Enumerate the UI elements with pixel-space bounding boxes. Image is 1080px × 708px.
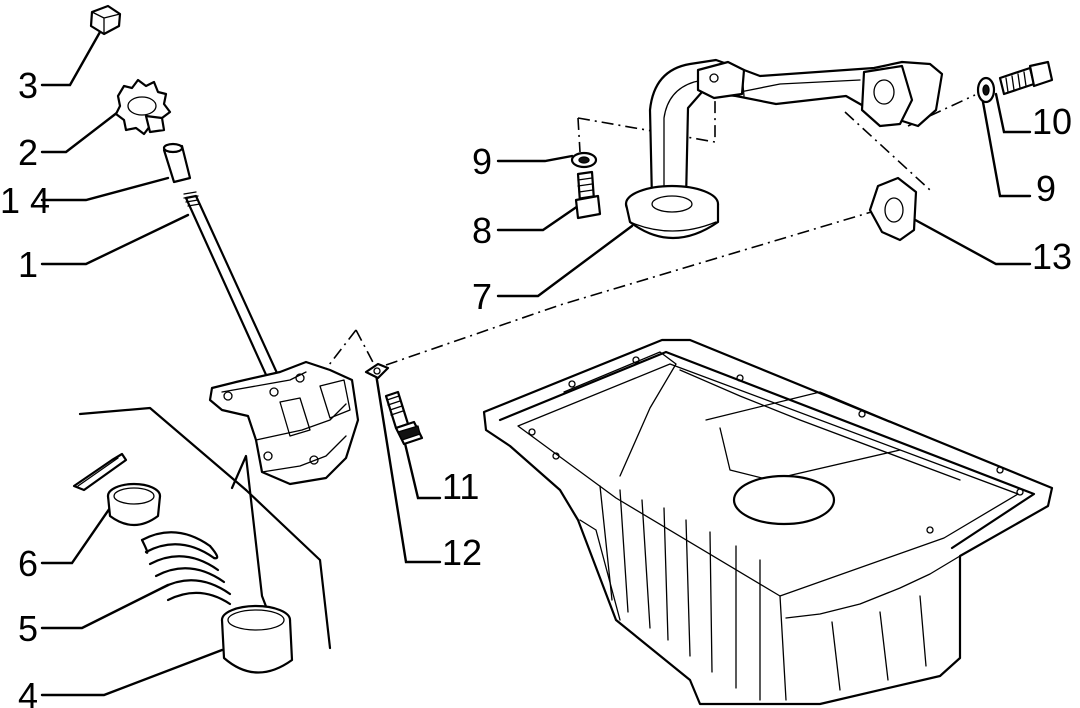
part-1-shaft xyxy=(183,191,284,390)
part-9b-washer xyxy=(976,76,996,104)
callout-12: 12 xyxy=(442,532,482,573)
leader-11 xyxy=(401,433,442,500)
callout-10: 10 xyxy=(1032,101,1072,142)
part-8-screw xyxy=(574,170,602,220)
part-5-spring xyxy=(140,531,232,606)
leader-12 xyxy=(374,372,442,564)
callout-1: 1 xyxy=(18,244,38,285)
callout-3: 3 xyxy=(18,65,38,106)
assembly-line-pan xyxy=(385,209,879,366)
part-6-ring xyxy=(106,482,162,527)
callout-9a: 9 xyxy=(472,141,492,182)
callout-8: 8 xyxy=(472,210,492,251)
part-12-clip xyxy=(364,362,390,380)
assembly-line-screw-9 xyxy=(577,117,581,153)
leader-8 xyxy=(496,204,580,232)
part-9a-washer xyxy=(570,151,598,169)
callout-9b: 9 xyxy=(1036,168,1056,209)
part-11-bolt xyxy=(384,390,424,446)
leader-14 xyxy=(40,176,170,202)
oil-pump-body xyxy=(208,360,360,486)
leader-9b xyxy=(981,100,1032,198)
part-4-cap xyxy=(220,604,294,674)
assembly-lines xyxy=(321,84,976,375)
callout-numbers: 3 2 1 4 1 6 5 4 9 8 7 10 9 13 11 12 xyxy=(0,65,1072,708)
part-2-drive-gear xyxy=(114,78,172,136)
oil-pan xyxy=(482,338,1054,706)
leader-1 xyxy=(40,213,190,266)
callout-4: 4 xyxy=(18,675,38,708)
part-13-gasket xyxy=(868,176,918,242)
assembly-line-pump-2 xyxy=(355,329,377,369)
callout-7: 7 xyxy=(472,276,492,317)
leader-9a xyxy=(496,154,574,163)
assembly-line-gasket xyxy=(844,111,931,191)
leader-3 xyxy=(40,30,102,87)
leader-2 xyxy=(40,110,120,154)
part-14-sleeve xyxy=(162,142,192,184)
assembly-line-pump xyxy=(321,329,357,375)
leader-10 xyxy=(994,92,1032,134)
leader-7 xyxy=(496,224,634,298)
callout-14: 1 4 xyxy=(0,180,50,221)
callout-13: 13 xyxy=(1032,236,1072,277)
part-10-bolt xyxy=(998,60,1054,96)
part-3-nut xyxy=(89,4,122,36)
callout-5: 5 xyxy=(18,608,38,649)
leader-5 xyxy=(40,583,170,630)
assembly-line-tube-left xyxy=(577,84,716,143)
part-7-pickup-tube xyxy=(624,58,944,239)
leader-4 xyxy=(40,648,224,697)
leader-13 xyxy=(906,214,1032,266)
leader-lines xyxy=(40,30,1032,697)
callout-2: 2 xyxy=(18,132,38,173)
callout-11: 11 xyxy=(442,466,479,507)
callout-6: 6 xyxy=(18,543,38,584)
split-pin xyxy=(72,452,128,492)
leader-6 xyxy=(40,503,114,565)
